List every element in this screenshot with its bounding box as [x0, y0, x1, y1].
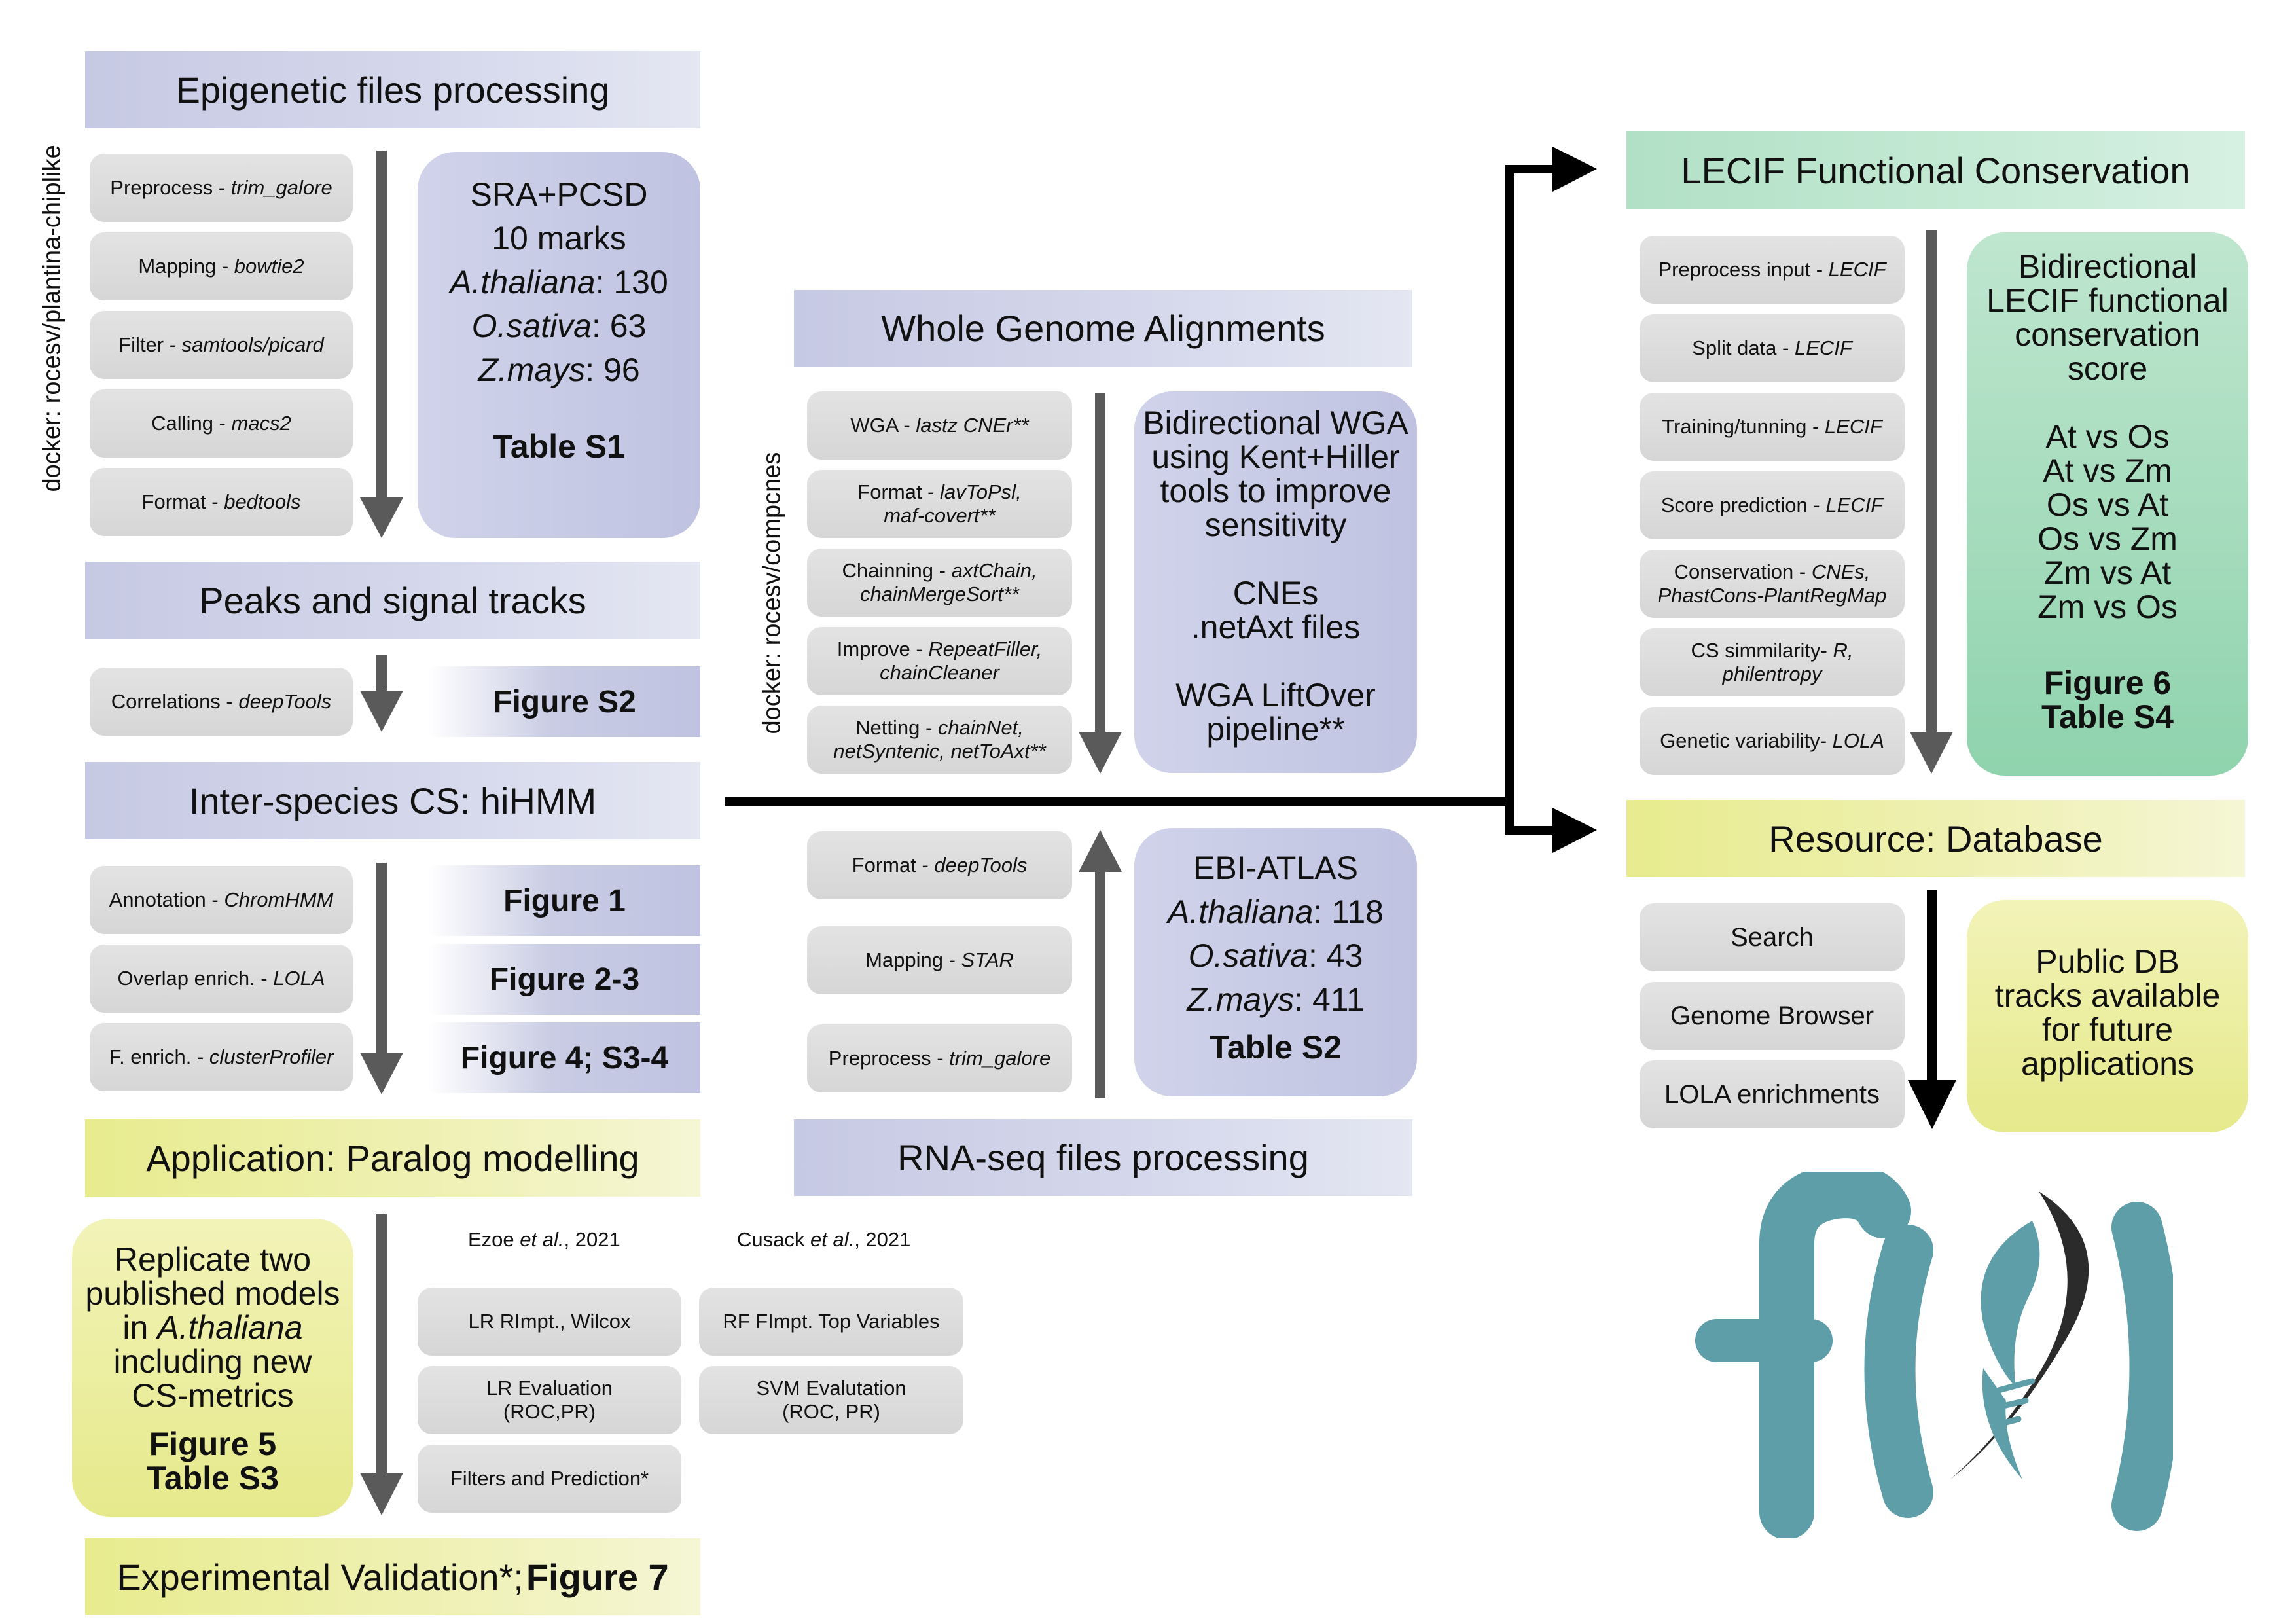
- validation-header: Experimental Validation*; Figure 7: [85, 1538, 700, 1615]
- table-ref: Table S2: [1210, 1029, 1342, 1066]
- rnaseq-info-box: EBI-ATLAS A.thaliana: 118 O.sativa: 43 Z…: [1134, 828, 1417, 1096]
- table-ref: Table S4: [2041, 698, 2174, 735]
- step-overlap: Overlap enrich. - LOLA: [90, 945, 353, 1013]
- arrow-down-icon: [360, 497, 403, 538]
- step-improve: Improve - RepeatFiller,chainCleaner: [807, 627, 1072, 695]
- step-training: Training/tunning - LECIF: [1640, 393, 1905, 461]
- lola-enrichments-button[interactable]: LOLA enrichments: [1640, 1060, 1905, 1128]
- arrow-right-icon: [1552, 808, 1597, 853]
- arrow-down-icon: [376, 863, 387, 1059]
- step-wga: WGA - lastz CNEr**: [807, 391, 1072, 460]
- step-mapping: Mapping - bowtie2: [90, 232, 353, 300]
- table-ref: Table S1: [493, 428, 625, 465]
- step-svm-evaluation: SVM Evalutation (ROC, PR): [699, 1366, 963, 1434]
- step-lr-rimpt: LR RImpt., Wilcox: [418, 1288, 681, 1356]
- step-format: Format - bedtools: [90, 468, 353, 536]
- arrow-down-icon: [360, 691, 403, 732]
- resource-header: Resource: Database: [1626, 800, 2245, 877]
- connector-line: [1505, 165, 1558, 173]
- info-title: SRA+PCSD: [470, 176, 648, 213]
- arrow-down-icon: [1926, 230, 1937, 734]
- lecif-header: LECIF Functional Conservation: [1626, 131, 2245, 209]
- step-preprocess: Preprocess - trim_galore: [807, 1024, 1072, 1092]
- wga-header: Whole Genome Alignments: [794, 290, 1412, 367]
- step-annotation: Annotation - ChromHMM: [90, 866, 353, 934]
- species-row: Z.mays: 96: [478, 352, 640, 388]
- docker-label: docker: rocesv/compcnes: [758, 452, 786, 734]
- step-netting: Netting - chainNet,netSyntenic, netToAxt…: [807, 706, 1072, 774]
- paralog-header: Application: Paralog modelling: [85, 1119, 700, 1197]
- arrow-down-icon: [1927, 890, 1937, 1106]
- arrow-down-icon: [1095, 393, 1105, 733]
- logo-leaf: [1981, 1221, 2040, 1388]
- resource-info-box: Public DB tracks available for future ap…: [1967, 900, 2248, 1132]
- docker-label: docker: rocesv/plantina-chiplike: [38, 145, 66, 492]
- logo-f-stem: [1759, 1172, 1911, 1538]
- step-lr-evaluation: LR Evaluation (ROC,PR): [418, 1366, 681, 1434]
- figure-ref: Figure 6: [2043, 664, 2172, 701]
- step-format: Format - deepTools: [807, 831, 1072, 899]
- arrow-down-icon: [376, 151, 387, 504]
- logo-bracket-right: [2111, 1202, 2173, 1531]
- ezoe-citation: Ezoe et al., 2021: [468, 1228, 620, 1251]
- rnaseq-header: RNA-seq files processing: [794, 1119, 1412, 1196]
- figure-ref: Figure 4; S3-4: [429, 1022, 700, 1093]
- figure-ref: Figure S2: [429, 666, 700, 737]
- step-cs-similarity: CS simmilarity- R,philentropy: [1640, 628, 1905, 696]
- epigenetic-info-box: SRA+PCSD 10 marks A.thaliana: 130 O.sati…: [418, 152, 700, 538]
- step-mapping: Mapping - STAR: [807, 926, 1072, 994]
- figure-ref: Figure 1: [429, 865, 700, 936]
- connector-line: [1505, 826, 1558, 835]
- logo-bracket-left: [1864, 1225, 1933, 1518]
- arrow-down-icon: [360, 1053, 403, 1094]
- arrow-down-icon: [376, 1214, 387, 1476]
- paralog-info-box: Replicate two published models in A.thal…: [72, 1219, 353, 1517]
- connector-line: [725, 797, 1514, 806]
- step-format: Format - lavToPsl,maf-covert**: [807, 470, 1072, 538]
- lecif-info-box: Bidirectional LECIF functional conservat…: [1967, 232, 2248, 776]
- cusack-citation: Cusack et al., 2021: [737, 1228, 911, 1251]
- species-row: A.thaliana: 130: [450, 264, 668, 300]
- arrow-down-icon: [1079, 732, 1122, 774]
- step-split-data: Split data - LECIF: [1640, 314, 1905, 382]
- search-button[interactable]: Search: [1640, 903, 1905, 971]
- species-row: O.sativa: 63: [471, 308, 647, 344]
- logo-f-bar: [1695, 1319, 1833, 1362]
- table-ref: Table S3: [147, 1460, 279, 1496]
- genome-browser-button[interactable]: Genome Browser: [1640, 982, 1905, 1050]
- interspecies-header: Inter-species CS: hiHMM: [85, 762, 700, 839]
- step-conservation: Conservation - CNEs,PhastCons-PlantRegMa…: [1640, 550, 1905, 618]
- logo-helix-dark: [1950, 1191, 2089, 1479]
- step-fenrich: F. enrich. - clusterProfiler: [90, 1023, 353, 1091]
- step-chainning: Chainning - axtChain,chainMergeSort**: [807, 549, 1072, 617]
- step-score-prediction: Score prediction - LECIF: [1640, 471, 1905, 539]
- step-calling: Calling - macs2: [90, 389, 353, 458]
- arrow-down-icon: [360, 1473, 403, 1515]
- step-genetic-variability: Genetic variability- LOLA: [1640, 707, 1905, 775]
- logo-icon: [1695, 1172, 2173, 1538]
- info-marks: 10 marks: [492, 220, 626, 257]
- step-preprocess-input: Preprocess input - LECIF: [1640, 236, 1905, 304]
- peaks-header: Peaks and signal tracks: [85, 562, 700, 639]
- arrow-up-icon: [1095, 871, 1105, 1098]
- arrow-down-icon: [1908, 1080, 1956, 1129]
- connector-line: [1505, 165, 1514, 831]
- step-correlations: Correlations - deepTools: [90, 668, 353, 736]
- figure-ref: Figure 2-3: [429, 944, 700, 1015]
- arrow-up-icon: [1079, 830, 1122, 872]
- wga-info-box: Bidirectional WGA using Kent+Hiller tool…: [1134, 391, 1417, 773]
- epigenetic-header: Epigenetic files processing: [85, 51, 700, 128]
- step-filter: Filter - samtools/picard: [90, 311, 353, 379]
- arrow-down-icon: [376, 655, 387, 691]
- step-rf-fimpt: RF FImpt. Top Variables: [699, 1288, 963, 1356]
- step-preprocess: Preprocess - trim_galore: [90, 154, 353, 222]
- arrow-right-icon: [1552, 147, 1597, 192]
- step-filters-prediction: Filters and Prediction*: [418, 1445, 681, 1513]
- figure-ref: Figure 5: [149, 1426, 277, 1462]
- arrow-down-icon: [1910, 732, 1953, 774]
